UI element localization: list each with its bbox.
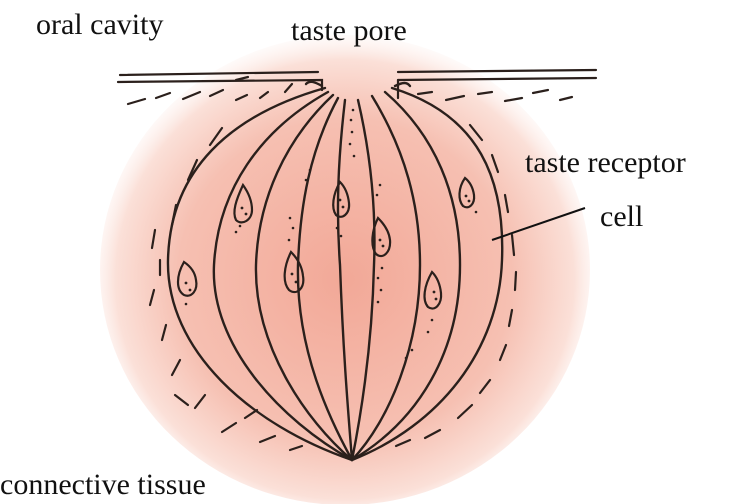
label-connective-tissue: connective tissue [0,470,206,500]
label-oral-cavity: oral cavity [36,10,163,40]
label-taste-pore: taste pore [291,16,407,46]
label-cell: cell [600,202,643,232]
label-taste-receptor: taste receptor [525,148,686,178]
